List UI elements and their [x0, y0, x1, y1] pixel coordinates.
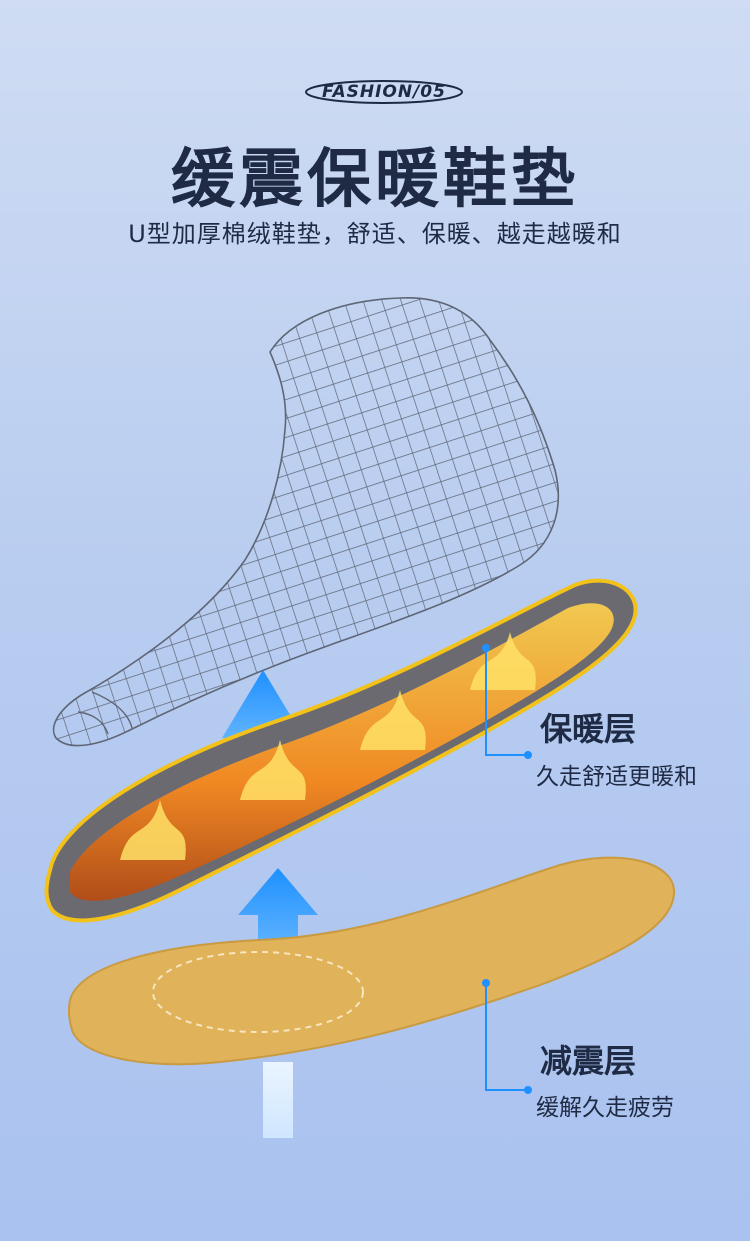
shock-layer-callout-line — [482, 979, 532, 1094]
shock-layer-description: 缓解久走疲劳 — [536, 1095, 674, 1121]
shock-layer-title: 减震层 — [540, 1042, 637, 1080]
foot-wireframe-illustration — [52, 297, 559, 747]
page-subtitle: U型加厚棉绒鞋垫，舒适、保暖、越走越暖和 — [128, 220, 622, 248]
warm-layer-description: 久走舒适更暖和 — [536, 764, 697, 790]
badge-text: FASHION/05 — [322, 82, 446, 102]
warm-layer-title: 保暖层 — [540, 710, 637, 748]
page-title: 缓震保暖鞋垫 — [171, 143, 579, 217]
brand-badge: FASHION/05 — [304, 78, 464, 106]
arrow-stem — [263, 1062, 293, 1138]
foam-insole-illustration — [67, 856, 676, 1066]
badge-oval — [305, 80, 463, 104]
warm-layer-callout-line — [482, 644, 532, 759]
